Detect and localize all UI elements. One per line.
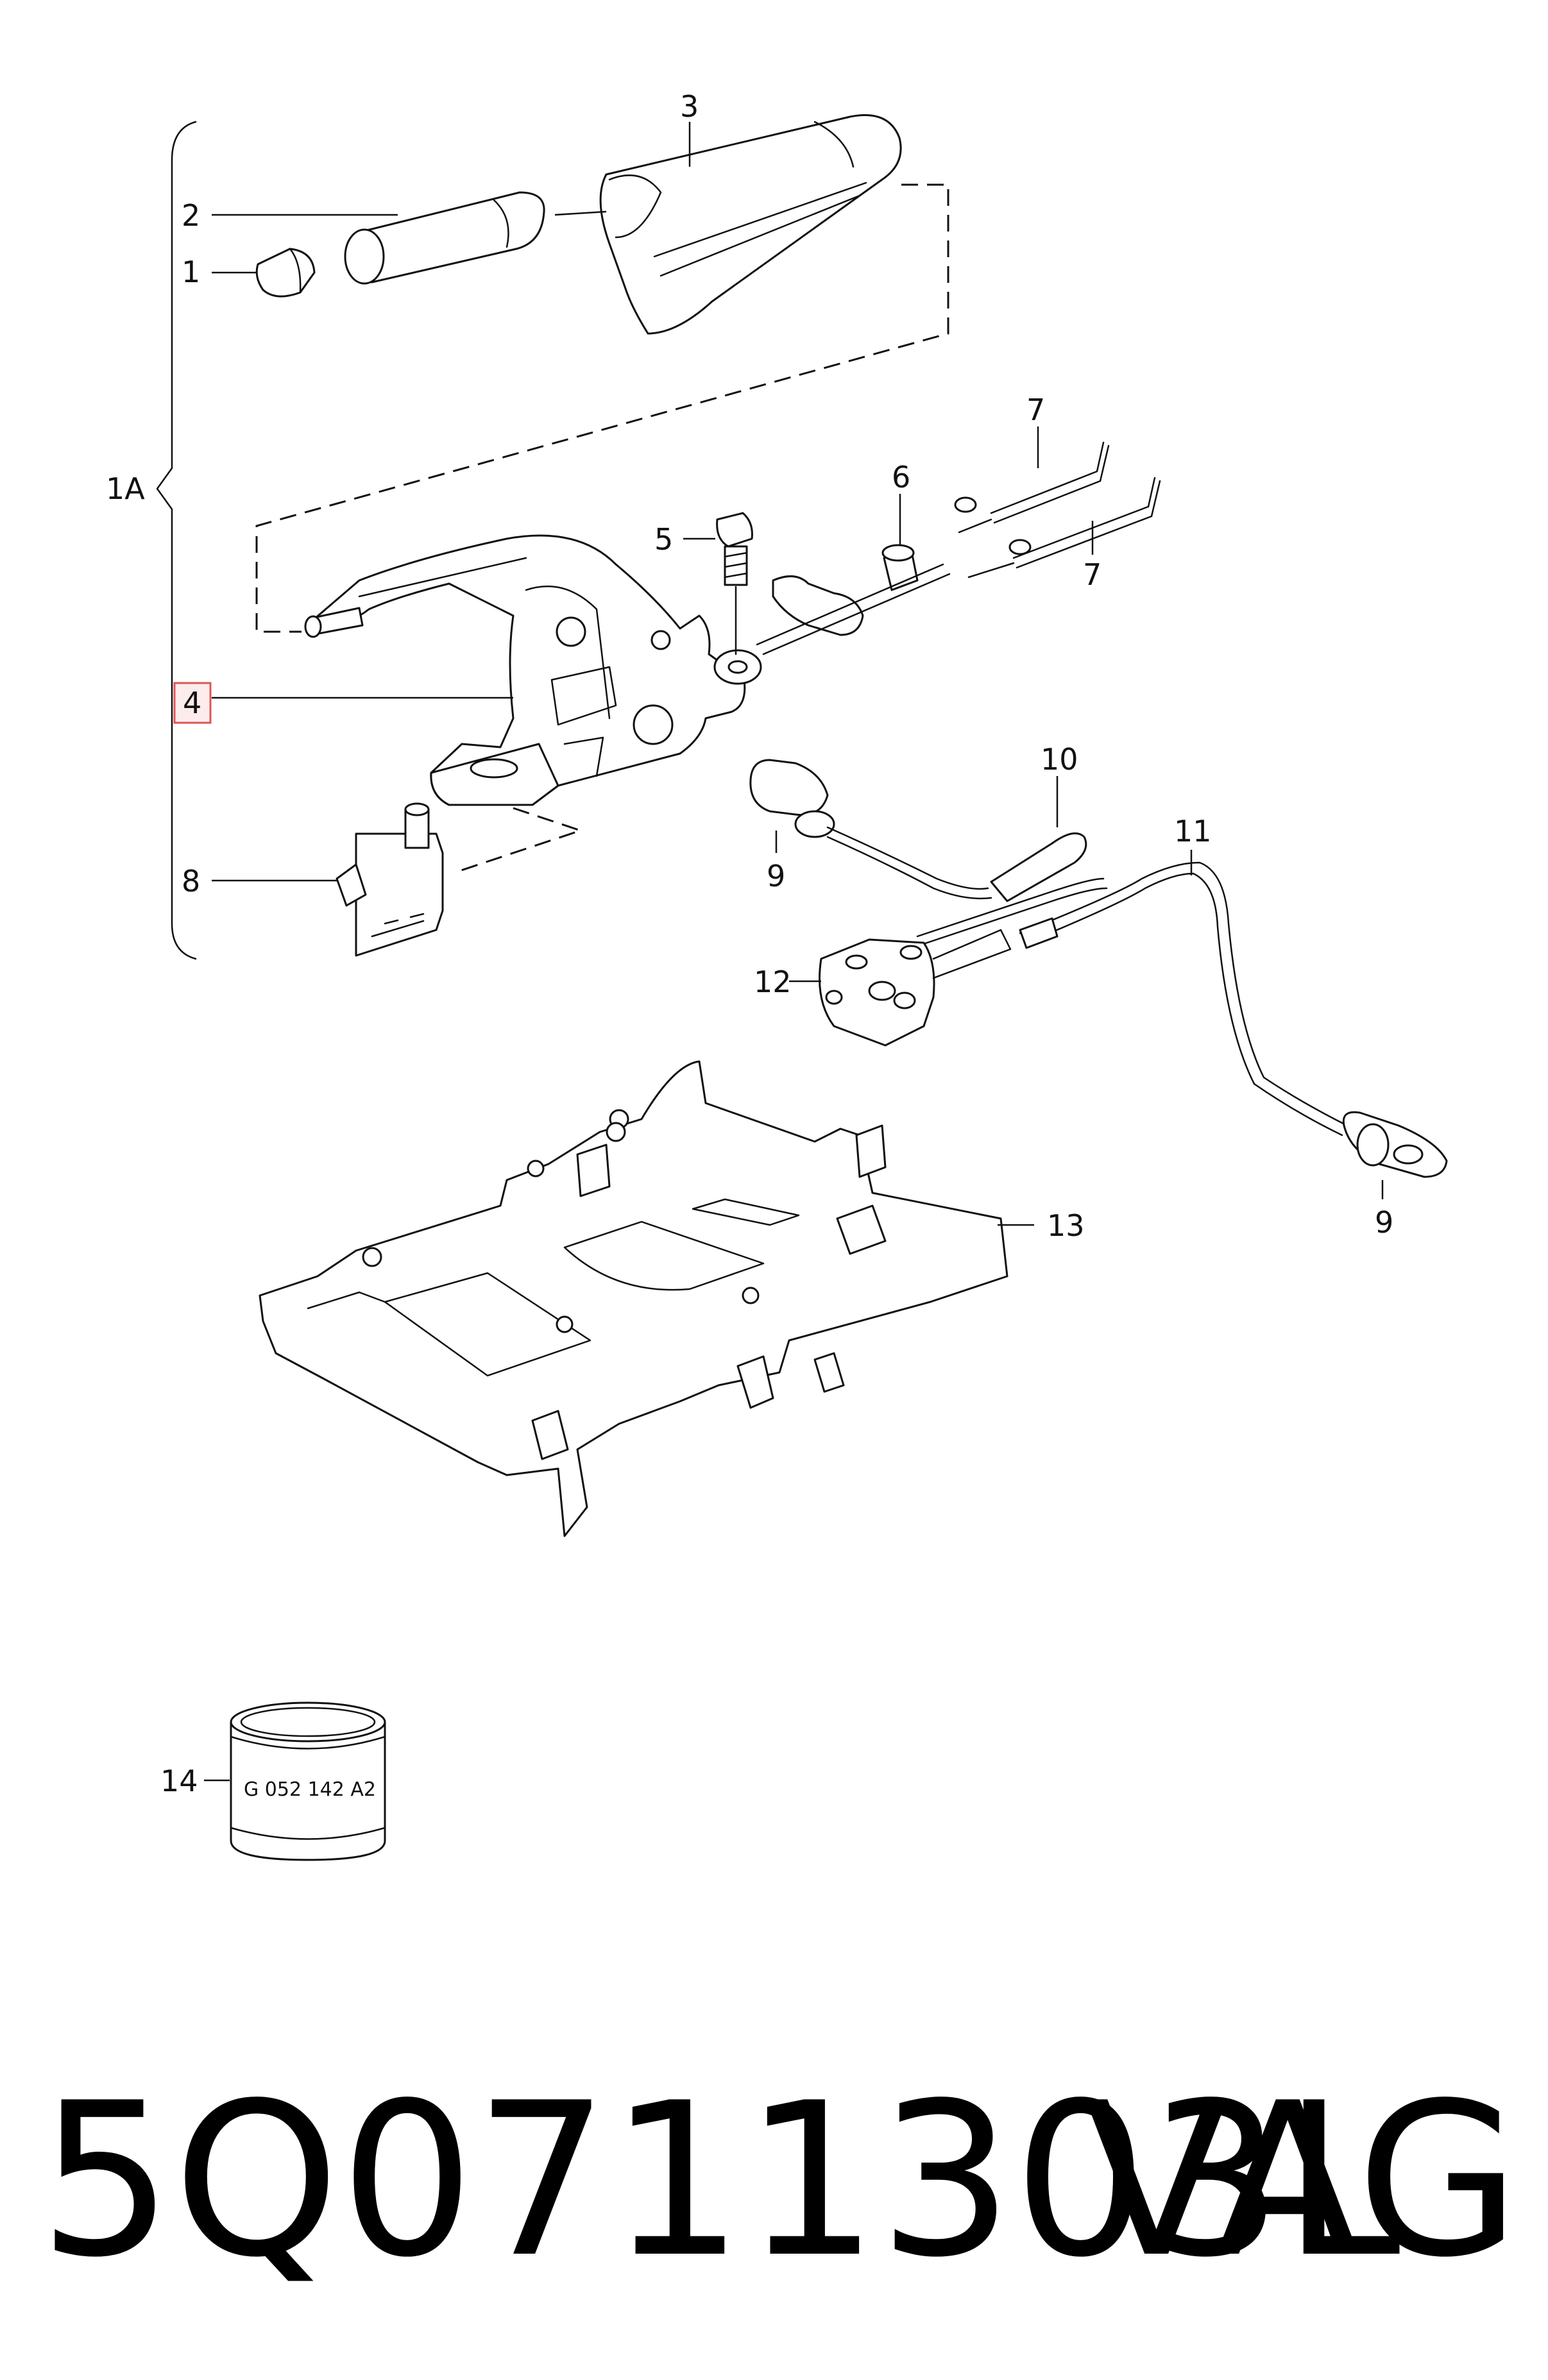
part-brake-cable-upper[interactable] bbox=[954, 441, 1110, 534]
group-bracket-1A bbox=[156, 121, 197, 960]
callout-10: 10 bbox=[1041, 742, 1078, 777]
can-stamp-label: G 052 142 A2 bbox=[244, 1778, 376, 1801]
part-cable-harness[interactable] bbox=[826, 826, 1108, 947]
part-bolt[interactable] bbox=[713, 512, 762, 685]
callout-1A: 1A bbox=[106, 471, 145, 506]
part-grommet-lower[interactable] bbox=[1342, 1111, 1448, 1178]
callout-1: 1 bbox=[182, 255, 200, 289]
callout-12: 12 bbox=[754, 965, 792, 999]
callout-4: 4 bbox=[183, 686, 201, 720]
callout-9a: 9 bbox=[767, 859, 785, 893]
callout-3: 3 bbox=[680, 89, 699, 124]
footer-caption: 5Q0711303L VAG bbox=[26, 2046, 1527, 2315]
part-equalizer bbox=[756, 563, 951, 655]
part-end-cap[interactable] bbox=[255, 248, 316, 298]
part-handle-grip[interactable] bbox=[344, 191, 545, 285]
callout-2: 2 bbox=[182, 198, 200, 233]
callout-13: 13 bbox=[1047, 1208, 1085, 1243]
callout-7a: 7 bbox=[1026, 392, 1045, 427]
part-handbrake-switch[interactable] bbox=[336, 802, 444, 957]
leader-3b bbox=[554, 210, 607, 216]
callout-5: 5 bbox=[654, 522, 673, 557]
part-grommet-upper[interactable] bbox=[749, 759, 835, 838]
part-brake-cable-lower[interactable] bbox=[967, 477, 1161, 578]
callout-6: 6 bbox=[892, 460, 910, 494]
part-long-cable[interactable] bbox=[1019, 861, 1348, 1136]
part-sealant-can[interactable]: G 052 142 A2 bbox=[230, 1701, 386, 1861]
part-handbrake-lever[interactable] bbox=[313, 534, 746, 806]
part-mounting-plate[interactable] bbox=[259, 1060, 1008, 1537]
assembly-guide-dashed-2 bbox=[455, 807, 584, 874]
callout-8: 8 bbox=[182, 864, 200, 899]
part-connector-block[interactable] bbox=[819, 929, 1012, 1047]
callout-14: 14 bbox=[160, 1764, 198, 1798]
callout-9b: 9 bbox=[1375, 1205, 1393, 1240]
part-number: 5Q0711303L bbox=[38, 2057, 1401, 2304]
brand-name: VAG bbox=[1084, 2057, 1520, 2304]
callout-11: 11 bbox=[1174, 814, 1212, 848]
part-boot[interactable] bbox=[599, 114, 902, 335]
callout-7b: 7 bbox=[1083, 557, 1101, 592]
lever-cable-front bbox=[304, 607, 364, 638]
callout-4-highlight bbox=[173, 682, 212, 724]
assembly-guide-dashed bbox=[255, 183, 949, 633]
